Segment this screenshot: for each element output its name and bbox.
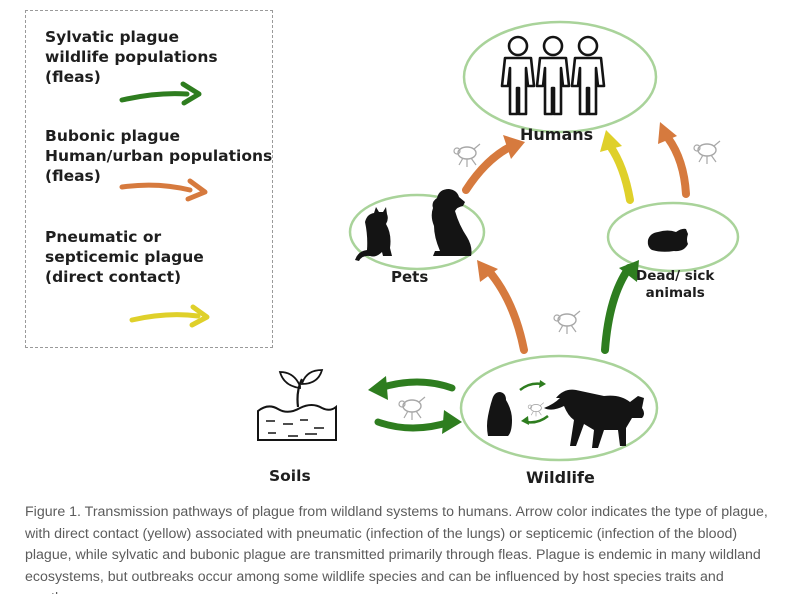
- legend-arrow-direct: [129, 304, 210, 328]
- legend-label-bubonic: Bubonic plague Human/urban populations (…: [45, 127, 273, 185]
- figure-caption: Figure 1. Transmission pathways of plagu…: [25, 504, 768, 594]
- wildlife-icon: [487, 380, 644, 448]
- humans-node-outline: [462, 20, 658, 134]
- dead-animals-label: Dead/ sick animals: [636, 268, 715, 301]
- arrow-soils-to-wildlife: [374, 410, 462, 434]
- flea-icon: [553, 310, 581, 335]
- arrow-wildlife-to-soils: [368, 376, 456, 400]
- legend-box: [25, 10, 273, 348]
- wildlife-label: Wildlife: [526, 468, 595, 487]
- wildlife-node-outline: [459, 354, 659, 462]
- flea-icon: [453, 143, 481, 168]
- legend-arrow-sylvatic: [119, 81, 202, 106]
- humans-icon: [500, 35, 606, 116]
- legend-label-sylvatic: Sylvatic plague wildlife populations (fl…: [45, 28, 218, 86]
- arrow-pets-to-humans: [462, 135, 525, 194]
- arrow-wildlife-to-dead: [601, 260, 639, 354]
- pets-icon: [355, 189, 472, 261]
- flea-icon: [398, 396, 426, 421]
- arrow-wildlife-to-pets: [477, 260, 528, 354]
- humans-label: Humans: [520, 125, 594, 144]
- pets-node-outline: [348, 193, 486, 271]
- legend-label-direct: Pneumatic or septicemic plague (direct c…: [45, 228, 204, 286]
- soils-label: Soils: [269, 467, 311, 485]
- dead-animals-node-outline: [606, 201, 740, 273]
- dead-animal-icon: [647, 228, 688, 252]
- arrow-dead-to-humans-bubonic: [658, 122, 690, 198]
- flea-icon: [693, 140, 721, 165]
- legend-arrow-bubonic: [119, 178, 208, 202]
- soil-plant-icon: [257, 369, 337, 441]
- arrow-dead-to-humans-direct: [600, 130, 634, 204]
- pets-label: Pets: [391, 268, 429, 286]
